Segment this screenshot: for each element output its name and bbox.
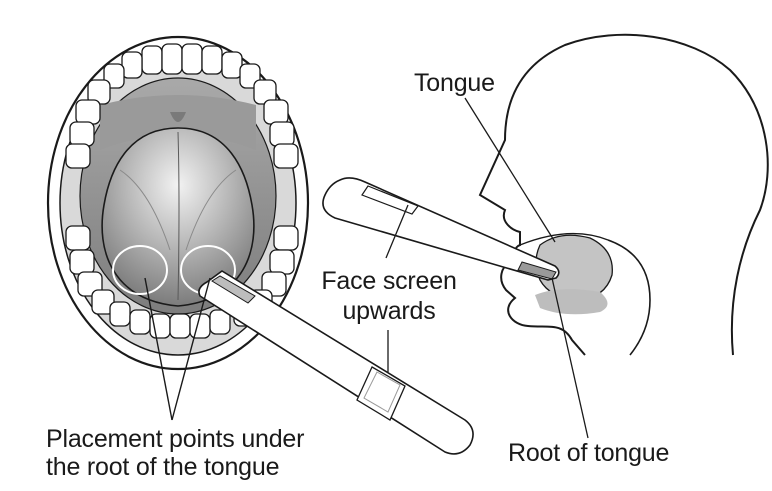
label-placement-line2: the root of the tongue bbox=[46, 453, 280, 481]
thermometer-display-front bbox=[356, 366, 406, 421]
tongue-midline bbox=[177, 131, 180, 301]
leader-placement-left bbox=[144, 277, 173, 421]
head-profile-side-view bbox=[322, 33, 769, 439]
upper-teeth bbox=[65, 43, 299, 169]
leader-tongue bbox=[464, 97, 556, 243]
placement-point-left bbox=[112, 245, 168, 295]
label-face-screen-line1: Face screen bbox=[321, 267, 457, 295]
leader-root-of-tongue bbox=[551, 277, 589, 439]
tongue-fold-right bbox=[185, 169, 237, 251]
oral-roof-line bbox=[519, 232, 609, 246]
tongue-front bbox=[101, 127, 255, 307]
thermometer-front bbox=[198, 270, 474, 455]
label-root-of-tongue: Root of tongue bbox=[508, 439, 670, 467]
under-tongue-shading bbox=[535, 289, 608, 315]
label-placement-line1: Placement points under bbox=[46, 425, 305, 453]
label-face-screen-line2: upwards bbox=[342, 297, 436, 325]
open-mouth-front-view bbox=[46, 35, 474, 455]
uvula bbox=[170, 112, 186, 122]
leader-placement-right bbox=[171, 277, 211, 421]
tongue-fold-left bbox=[119, 169, 171, 251]
soft-palate bbox=[100, 95, 256, 150]
throat-line bbox=[607, 239, 651, 356]
thermometer-display-side bbox=[361, 185, 419, 215]
leader-face-screen-up bbox=[385, 204, 409, 259]
head-outline bbox=[478, 33, 769, 356]
label-tongue: Tongue bbox=[414, 69, 495, 97]
